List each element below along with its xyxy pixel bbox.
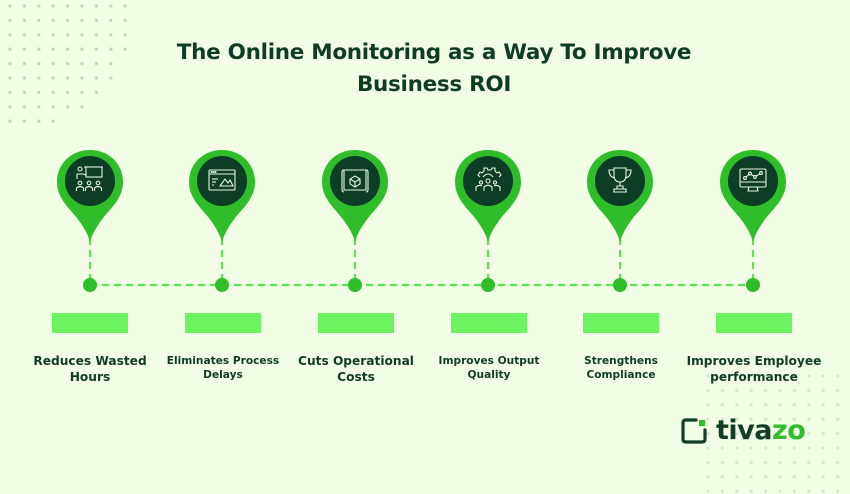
timeline-node: [348, 278, 362, 292]
decorative-dot-grid-top-left: [0, 0, 140, 130]
title-line-1: The Online Monitoring as a Way To Improv…: [176, 40, 692, 65]
title-line-2: Business ROI: [356, 72, 512, 97]
step-3-label: Cuts Operational Costs: [298, 354, 414, 384]
tivazo-logo-icon: [680, 417, 708, 445]
step-1-bar: [52, 313, 128, 333]
step-2-bar: [185, 313, 261, 333]
page-title: The Online Monitoring as a Way To Improv…: [0, 37, 850, 101]
tivazo-logo: tivazo: [680, 414, 806, 448]
map-pin-step-4: [453, 148, 523, 248]
timeline-node: [215, 278, 229, 292]
step-5-label: Strengthens Compliance: [584, 355, 658, 381]
timeline-node: [481, 278, 495, 292]
decorative-dot-grid-bottom-right: [700, 370, 850, 494]
step-4-label: Improves Output Quality: [438, 355, 540, 381]
step-3-bar: [318, 313, 394, 333]
step-6-label: Improves Employee performance: [686, 354, 822, 384]
gear-team-icon: [473, 165, 503, 195]
map-pin-step-5: [585, 148, 655, 248]
step-2-label: Eliminates Process Delays: [166, 355, 280, 381]
timeline-node: [613, 278, 627, 292]
logo-wordmark: tivazo: [716, 415, 806, 446]
step-4-bar: [451, 313, 527, 333]
map-pin-step-6: [718, 148, 788, 248]
trophy-icon: [605, 165, 635, 195]
browser-window-chart-icon: [207, 165, 237, 195]
map-pin-step-3: [320, 148, 390, 248]
timeline-node: [83, 278, 97, 292]
monitor-analytics-icon: [738, 165, 768, 195]
presentation-team-icon: [75, 165, 105, 195]
blueprint-cube-icon: [340, 165, 370, 195]
map-pin-step-1: [55, 148, 125, 248]
step-6-bar: [716, 313, 792, 333]
step-1-label: Reduces Wasted Hours: [33, 354, 147, 384]
map-pin-step-2: [187, 148, 257, 248]
timeline-node: [746, 278, 760, 292]
step-5-bar: [583, 313, 659, 333]
